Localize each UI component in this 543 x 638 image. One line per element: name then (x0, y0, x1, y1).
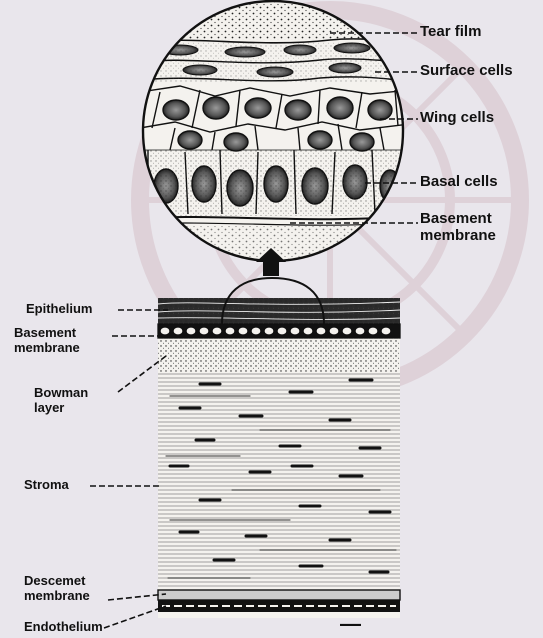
label-basement-membrane-top: Basement membrane (420, 210, 496, 245)
scale-mark: ▬▬▬ (340, 621, 361, 628)
label-tear-film: Tear film (420, 23, 481, 40)
leader-lines-left (90, 310, 168, 628)
label-descemet-membrane: Descemet membrane (24, 574, 90, 604)
stroma-layer (158, 372, 400, 590)
label-basal-cells: Basal cells (420, 173, 498, 190)
label-endothelium: Endothelium (24, 620, 103, 635)
endothelium-layer (158, 600, 400, 612)
magnified-epithelium-circle (140, 0, 410, 266)
epithelium-layer (158, 298, 400, 324)
basal-cell-row (158, 324, 400, 338)
label-basement-membrane-left: Basement membrane (14, 326, 80, 356)
label-stroma: Stroma (24, 478, 69, 493)
label-epithelium: Epithelium (26, 302, 92, 317)
corneal-cross-section: ▬▬▬ (158, 278, 400, 628)
label-bowman-layer: Bowman layer (34, 386, 88, 416)
label-surface-cells: Surface cells (420, 62, 513, 79)
label-wing-cells: Wing cells (420, 109, 494, 126)
